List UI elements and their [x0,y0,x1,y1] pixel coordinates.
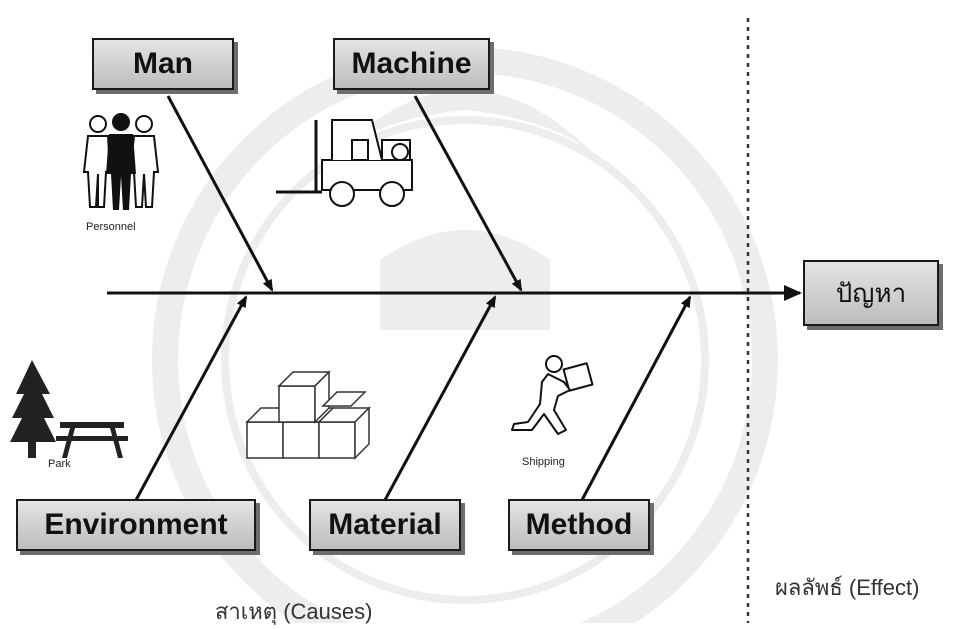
method-box: Method [508,499,650,551]
effect-box: ปัญหา [803,260,939,326]
forklift-icon [276,119,413,207]
material-bone [383,295,497,501]
machine-box: Machine [333,38,490,90]
boxes-icon [245,370,371,460]
shipping-caption: Shipping [522,456,565,468]
causes-label: สาเหตุ (Causes) [215,599,373,624]
personnel-icon [82,113,160,210]
environment-box: Environment [16,499,256,551]
man-box: Man [92,38,234,90]
personnel-caption: Personnel [86,221,136,233]
environment-label: Environment [44,508,228,541]
shipping-worker-icon [511,355,594,435]
material-box: Material [309,499,461,551]
effect-label: ปัญหา [835,277,907,308]
method-label: Method [525,508,633,541]
tree-bench-icon [10,360,128,458]
man-label: Man [133,47,193,80]
method-bone [580,295,692,501]
machine-label: Machine [351,47,472,80]
material-label: Material [328,508,442,541]
man-bone [166,95,274,292]
machine-bone [413,95,523,292]
park-caption: Park [48,458,71,470]
effect-footer-label: ผลลัพธ์ (Effect) [775,575,920,600]
environment-bone [134,295,248,501]
